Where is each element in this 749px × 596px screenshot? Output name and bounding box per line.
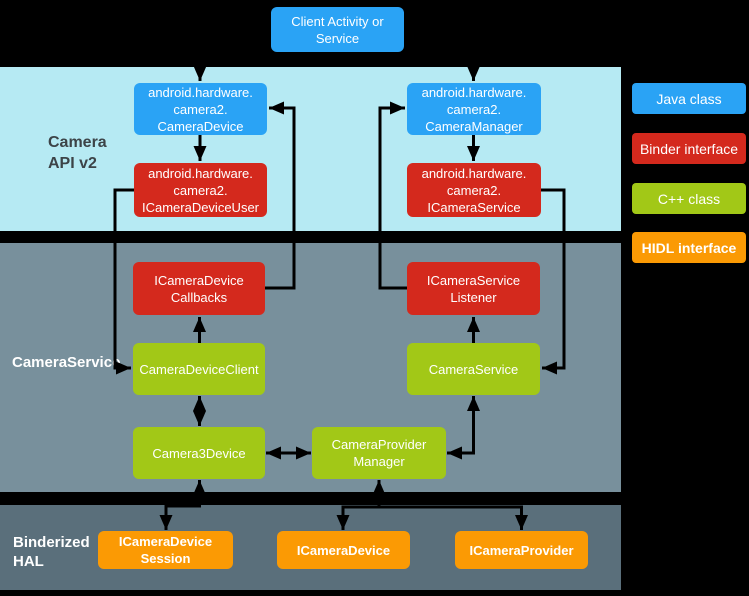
node-camera3-device: Camera3Device (133, 427, 265, 479)
legend-java-class: Java class (632, 83, 746, 114)
node-icamera-provider: ICameraProvider (455, 531, 588, 569)
node-camera-device: android.hardware. camera2. CameraDevice (134, 83, 267, 135)
node-camera-manager: android.hardware. camera2. CameraManager (407, 83, 541, 135)
legend-binder-interface: Binder interface (632, 133, 746, 164)
node-icamera-service: android.hardware. camera2. ICameraServic… (407, 163, 541, 217)
node-client-activity-or-service: Client Activity or Service (271, 7, 404, 52)
legend-cpp-class: C++ class (632, 183, 746, 214)
node-camera-device-client: CameraDeviceClient (133, 343, 265, 395)
node-icamera-device-user: android.hardware. camera2. ICameraDevice… (134, 163, 267, 217)
label-binderized-hal: Binderized HAL (13, 534, 90, 570)
node-icamera-device: ICameraDevice (277, 531, 410, 569)
node-camera-provider-manager: CameraProvider Manager (312, 427, 446, 479)
legend-hidl-interface: HIDL interface (632, 232, 746, 263)
label-camera-api-v2: Camera API v2 (48, 134, 107, 172)
node-icamera-device-callbacks: ICameraDevice Callbacks (133, 262, 265, 315)
node-icamera-service-listener: ICameraService Listener (407, 262, 540, 315)
label-camera-service: CameraService (12, 354, 121, 371)
node-icamera-device-session: ICameraDevice Session (98, 531, 233, 569)
node-camera-service: CameraService (407, 343, 540, 395)
